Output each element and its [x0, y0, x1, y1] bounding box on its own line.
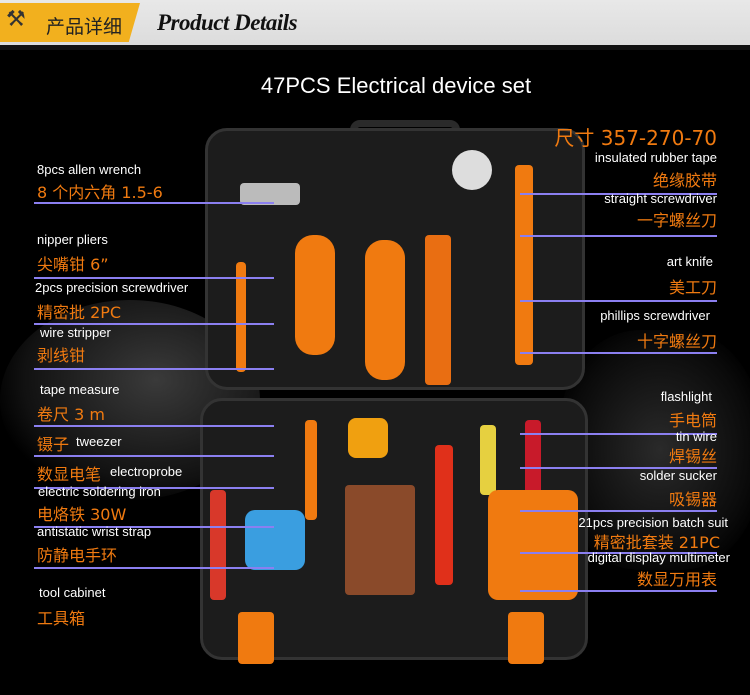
label-en: nipper pliers	[37, 232, 108, 247]
product-title: 47PCS Electrical device set	[260, 73, 532, 98]
precision-screwdriver-image	[236, 262, 246, 372]
label-zh: 美工刀	[668, 278, 717, 297]
tools-icon: ⚒	[6, 6, 26, 31]
label-en: art knife	[666, 254, 713, 269]
callout-line	[34, 526, 274, 528]
label-zh: 电烙铁 30W	[37, 505, 127, 524]
callout-line	[520, 352, 717, 354]
latch-left	[238, 612, 274, 664]
label-zh: 数显万用表	[636, 570, 717, 589]
label-en: 2pcs precision screwdriver	[35, 280, 189, 295]
flashlight-image	[525, 420, 541, 500]
label-en: wire stripper	[40, 325, 111, 340]
label-zh: 尖嘴钳 6”	[37, 255, 109, 274]
label-zh: 精密批套装 21PC	[593, 533, 720, 552]
label-zh: 工具箱	[37, 609, 86, 628]
label-zh: 手电筒	[668, 411, 717, 430]
label-zh: 剥线钳	[37, 346, 86, 365]
label-en: electroprobe	[110, 464, 183, 479]
callout-line	[520, 552, 717, 554]
callout-line	[34, 425, 274, 427]
label-en: solder sucker	[639, 468, 717, 483]
label-en: flashlight	[660, 389, 712, 404]
label-zh: 焊锡丝	[668, 447, 717, 466]
label-en: 21pcs precision batch suit	[578, 515, 728, 530]
label-zh: 绝缘胶带	[652, 171, 717, 190]
callout-line	[520, 510, 717, 512]
label-en: insulated rubber tape	[594, 150, 717, 165]
callout-line	[34, 202, 274, 204]
label-zh: 镊子	[37, 435, 70, 454]
header-banner: ⚒ 产品详细 Product Details	[0, 0, 750, 45]
callout-line	[520, 300, 717, 302]
size-label: 尺寸 357-270-70	[554, 126, 717, 150]
header-divider	[0, 45, 750, 50]
label-en: antistatic wrist strap	[37, 524, 152, 539]
rubber-tape-image	[452, 150, 492, 190]
tape-measure-image	[348, 418, 388, 458]
label-zh: 防静电手环	[37, 546, 118, 565]
label-zh: 精密批 2PC	[37, 303, 122, 322]
callout-line	[34, 277, 274, 279]
callout-line	[520, 235, 717, 237]
label-en: straight screwdriver	[604, 191, 717, 206]
soldering-iron-image	[210, 490, 226, 600]
label-en: phillips screwdriver	[600, 308, 710, 323]
header-title-en: Product Details	[157, 10, 298, 35]
label-en: electric soldering iron	[38, 484, 161, 499]
wire-stripper-image	[365, 240, 405, 380]
label-zh: 十字螺丝刀	[636, 332, 717, 351]
callout-line	[520, 193, 717, 195]
callout-line	[34, 455, 274, 457]
callout-line	[34, 368, 274, 370]
electroprobe-image	[305, 420, 317, 520]
bit-set-image	[345, 485, 415, 595]
label-en: tool cabinet	[39, 585, 106, 600]
art-knife-image	[425, 235, 451, 385]
label-zh: 一字螺丝刀	[636, 211, 717, 230]
label-en: digital display multimeter	[587, 550, 730, 565]
allen-wrench-image	[240, 183, 300, 205]
nipper-pliers-image	[295, 235, 335, 355]
label-zh: 数显电笔	[37, 465, 102, 484]
label-en: tweezer	[76, 434, 122, 449]
callout-line	[520, 467, 717, 469]
header-title-zh: 产品详细	[46, 16, 123, 38]
tin-wire-image	[480, 425, 496, 495]
callout-line	[520, 433, 717, 435]
wrist-strap-image	[245, 510, 305, 570]
screwdriver-image	[515, 165, 533, 365]
callout-line	[34, 487, 274, 489]
callout-line	[34, 323, 274, 325]
background-car-right	[560, 330, 750, 570]
callout-line	[34, 567, 274, 569]
label-zh: 吸锡器	[668, 490, 717, 509]
multimeter-image	[488, 490, 578, 600]
label-zh: 8 个内六角 1.5-6	[37, 183, 163, 202]
label-zh: 卷尺 3 m	[37, 405, 105, 424]
label-en: tape measure	[40, 382, 120, 397]
header-tab	[0, 3, 140, 42]
label-en: tin wire	[675, 429, 717, 444]
label-en: 8pcs allen wrench	[37, 162, 142, 177]
solder-sucker-image	[435, 445, 453, 585]
latch-right	[508, 612, 544, 664]
callout-line	[520, 590, 717, 592]
